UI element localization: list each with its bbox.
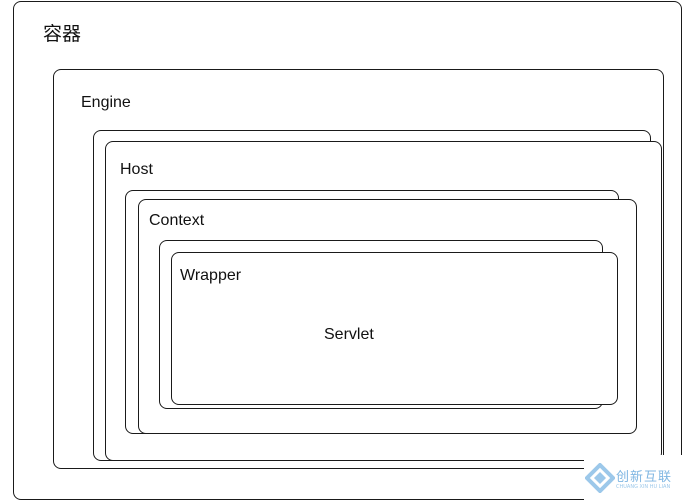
engine-label: Engine xyxy=(81,94,131,111)
wrapper-label: Wrapper xyxy=(180,267,242,284)
wrapper-box xyxy=(171,252,618,405)
servlet-label: Servlet xyxy=(324,326,374,343)
context-label: Context xyxy=(149,212,205,229)
container-label: 容器 xyxy=(43,24,82,45)
watermark-brand: 创新互联 xyxy=(616,470,673,485)
host-label: Host xyxy=(120,161,153,178)
watermark-logo-icon xyxy=(585,463,615,493)
watermark-brand-sub: CHUANG XIN HU LIAN xyxy=(616,484,671,490)
